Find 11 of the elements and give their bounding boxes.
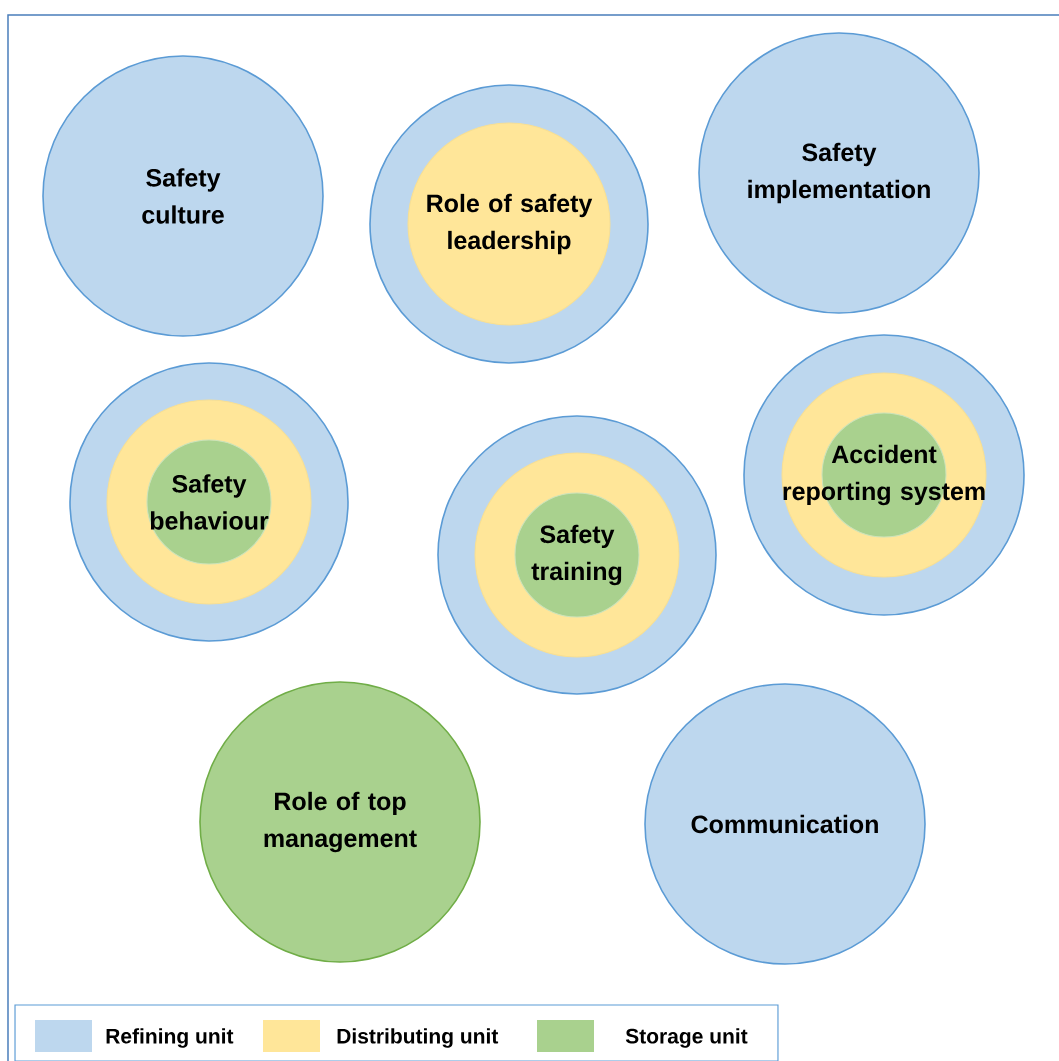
circle-label: Role of top management xyxy=(264,791,417,853)
circle-label: Safety implementation xyxy=(748,142,930,204)
circle-label: Safety training xyxy=(531,524,622,586)
circle-label: Safety behaviour xyxy=(150,474,269,530)
legend-label: Storage unit xyxy=(625,1028,748,1048)
circle-label: Communication xyxy=(691,814,878,834)
circle-label: Accident reporting system xyxy=(783,444,985,506)
circle-label: Role of safety leadership xyxy=(427,193,593,255)
legend-label: Refining unit xyxy=(106,1028,234,1048)
legend-label: Distributing unit xyxy=(337,1028,499,1048)
circle-label: Safety culture xyxy=(142,168,224,224)
